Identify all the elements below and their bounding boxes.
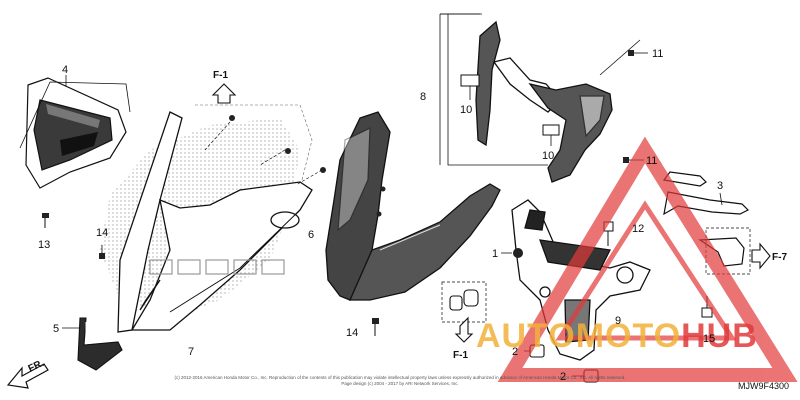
dotted-frame-7 (195, 104, 313, 181)
f1-top-arrow (211, 83, 237, 104)
label-3: 3 (717, 180, 723, 192)
label-13: 13 (38, 239, 50, 251)
part-labels: 4 13 14 5 7 6 14 8 10 10 11 11 3 12 1 9 … (38, 48, 723, 383)
label-9: 9 (615, 315, 621, 327)
label-11-upper: 11 (652, 48, 663, 60)
label-14-lower: 14 (346, 327, 358, 339)
watermark-text: AUTOMOTOHUB (476, 317, 758, 355)
part-4-cover (25, 77, 127, 189)
part-7-front-cowl (117, 111, 313, 333)
part-5-trim (77, 317, 123, 371)
part-10-sticker-lower (542, 124, 560, 146)
f7-arrow (751, 242, 771, 270)
ref-f1-bottom: F-1 (453, 350, 468, 361)
screw-leader-lines (204, 121, 323, 186)
part-8-inner-panel (475, 20, 613, 183)
bracket-3-lines (719, 192, 723, 206)
label-11-lower: 11 (646, 155, 657, 167)
watermark-triangle (497, 136, 798, 382)
small-screws (229, 115, 326, 173)
f1-grommet (449, 289, 479, 311)
label-6: 6 (308, 229, 314, 241)
label-8: 8 (420, 91, 426, 103)
label-2-lower: 2 (560, 371, 566, 383)
label-14-left: 14 (96, 227, 108, 239)
label-12: 12 (632, 223, 644, 235)
part-14-screw-left (99, 245, 105, 259)
bracket-8-diag (599, 39, 641, 76)
part-10-sticker-upper (460, 74, 480, 100)
f1-bottom-arrow (454, 316, 474, 343)
watermark-logo (497, 136, 798, 382)
diagram-code: MJW9F4300 (738, 381, 789, 391)
label-1: 1 (492, 248, 498, 260)
honda-outline-letters (149, 259, 285, 275)
ref-f7: F-7 (772, 252, 787, 263)
part-6-tabs (376, 186, 386, 217)
part-6-side-fairing (325, 111, 501, 301)
ref-f1-top: F-1 (213, 70, 228, 81)
label-4: 4 (62, 64, 68, 76)
footer-copyright: (c) 2012-2016 American Honda Motor Co., … (175, 375, 626, 380)
label-10-upper: 10 (460, 104, 472, 116)
part-11-screw-upper (628, 50, 648, 56)
part-14-screw-lower (372, 318, 379, 336)
footer-page-design: Page design (c) 2004 - 2017 by ARI Netwo… (341, 381, 458, 386)
part-1-grommet (501, 248, 523, 258)
label-10-lower: 10 (542, 150, 554, 162)
front-direction-arrow (6, 363, 49, 389)
part-13-screw (42, 213, 49, 228)
label-2-upper: 2 (512, 346, 518, 358)
label-5: 5 (53, 323, 59, 335)
label-15: 15 (703, 333, 715, 345)
bracket-4 (19, 81, 131, 149)
label-7: 7 (188, 346, 194, 358)
